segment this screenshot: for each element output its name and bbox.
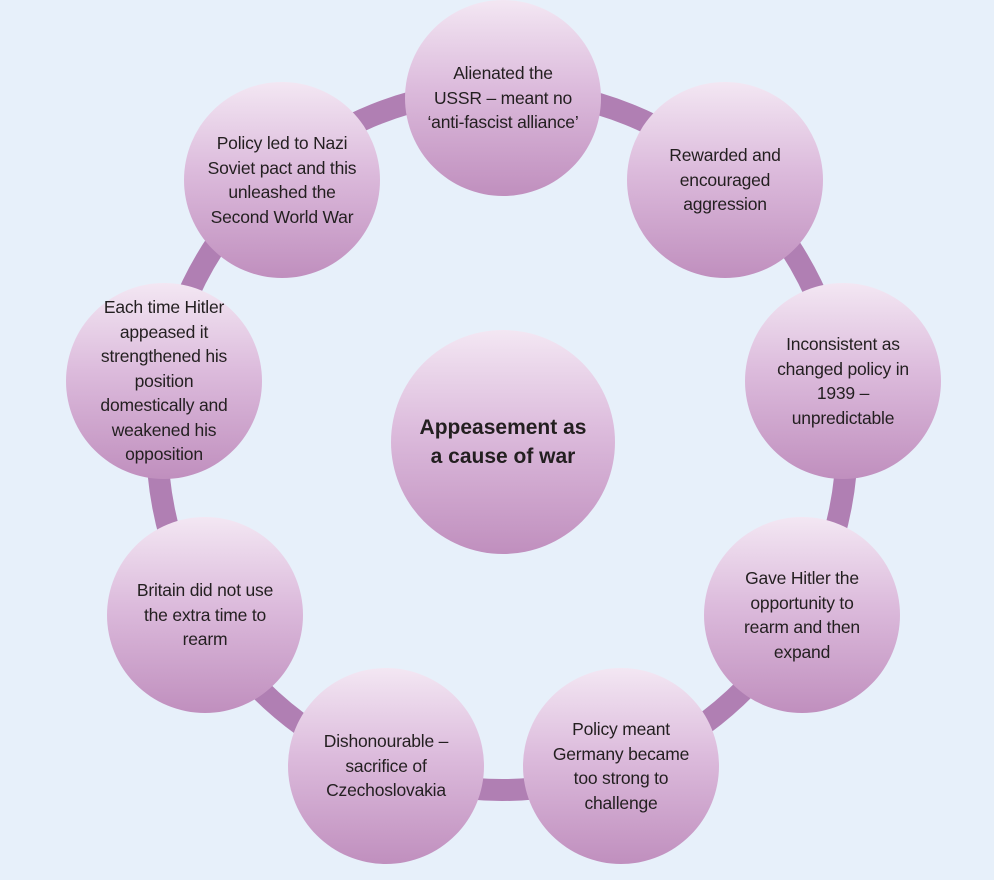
node-label: Dishonourable – sacrifice of Czechoslova… — [323, 731, 449, 801]
node-inconsistent-policy: Inconsistent as changed policy in 1939 –… — [745, 283, 941, 479]
node-opportunity-to-rearm: Gave Hitler the opportunity to rearm and… — [704, 517, 900, 713]
node-strengthened-position: Each time Hitler appeased it strengthene… — [66, 283, 262, 479]
center-node: Appeasement as a cause of war — [391, 330, 615, 554]
node-label: Gave Hitler the opportunity to rearm and… — [744, 568, 860, 662]
node-label: Britain did not use the extra time to re… — [136, 580, 274, 650]
node-rewarded-aggression: Rewarded and encouraged aggression — [627, 82, 823, 278]
node-britain-did-not-rearm: Britain did not use the extra time to re… — [107, 517, 303, 713]
node-nazi-soviet-pact: Policy led to Nazi Soviet pact and this … — [184, 82, 380, 278]
node-label: Policy meant Germany became too strong t… — [552, 719, 690, 813]
node-label: Alienated the USSR – meant no ‘anti-fasc… — [427, 63, 579, 133]
node-label: Policy led to Nazi Soviet pact and this … — [207, 133, 357, 227]
node-label: Rewarded and encouraged aggression — [669, 145, 781, 215]
node-alienated-ussr: Alienated the USSR – meant no ‘anti-fasc… — [405, 0, 601, 196]
node-dishonourable: Dishonourable – sacrifice of Czechoslova… — [288, 668, 484, 864]
node-germany-too-strong: Policy meant Germany became too strong t… — [523, 668, 719, 864]
node-label: Inconsistent as changed policy in 1939 –… — [777, 334, 909, 428]
center-label: Appeasement as a cause of war — [419, 416, 587, 468]
node-label: Each time Hitler appeased it strengthene… — [100, 297, 228, 465]
